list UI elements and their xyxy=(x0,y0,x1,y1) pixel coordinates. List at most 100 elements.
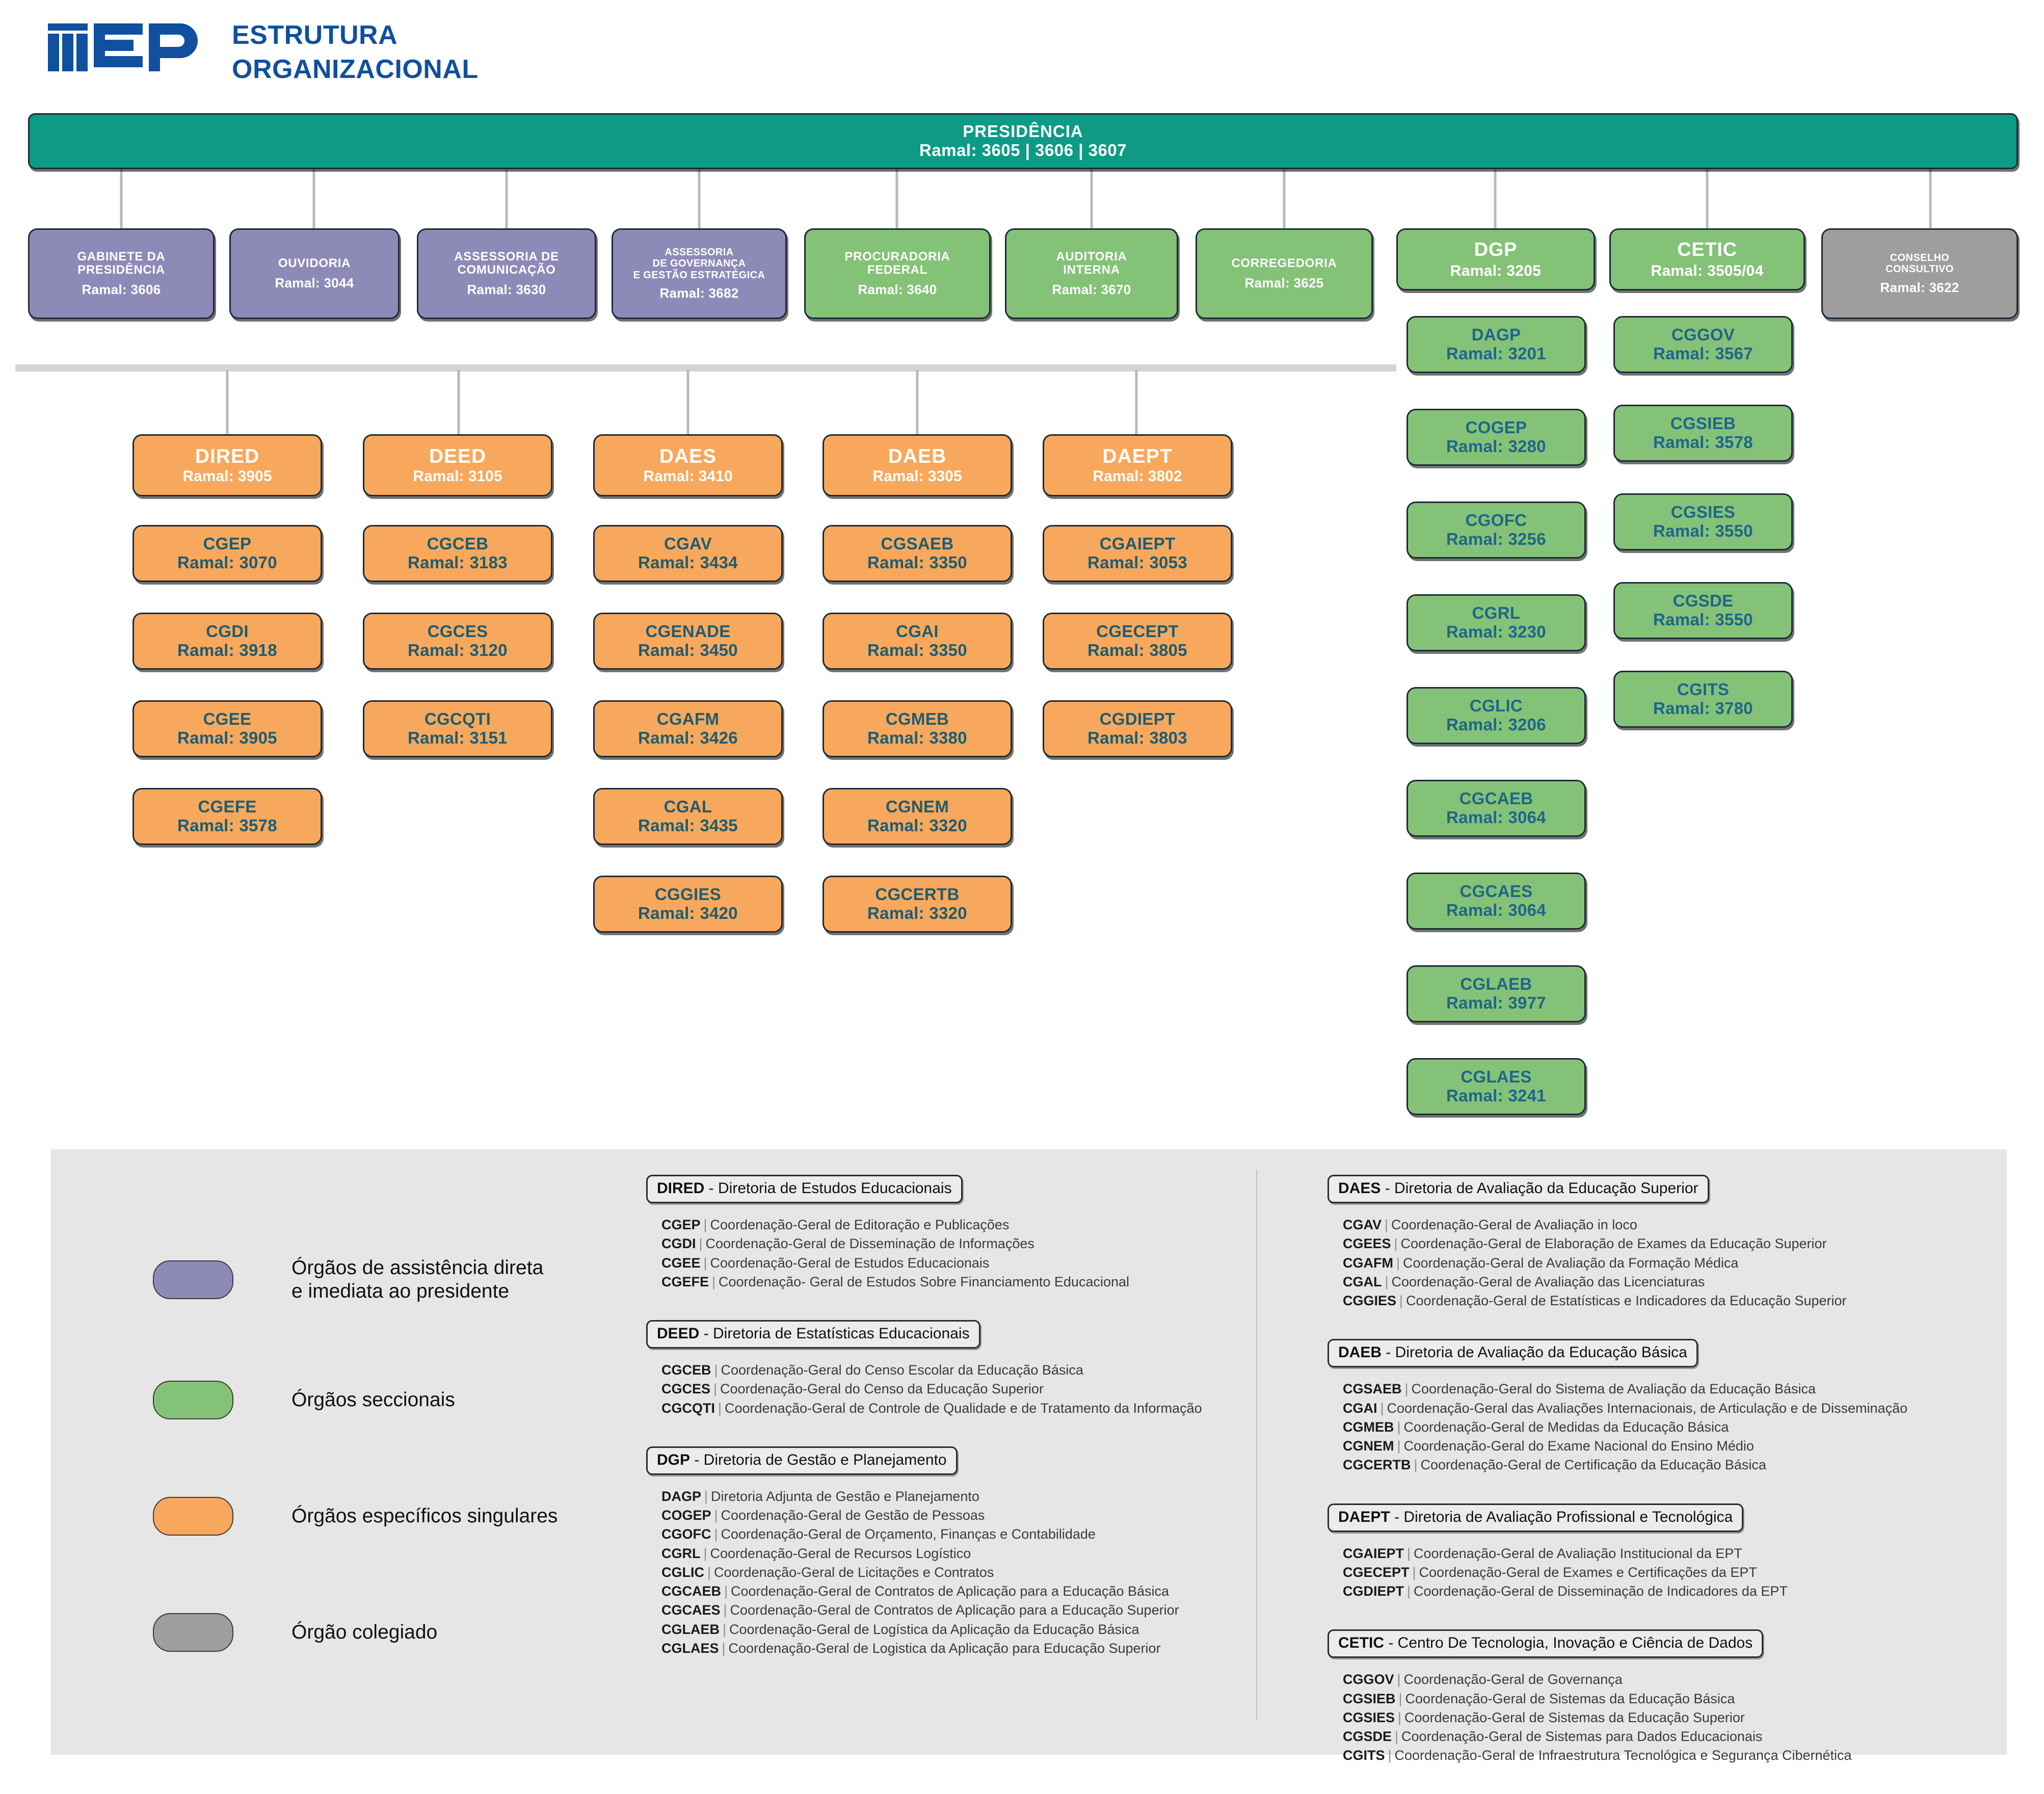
coord-cgenade-label: CGENADE xyxy=(645,622,731,641)
legend-item-desc: Coordenação-Geral de Avaliação Instituci… xyxy=(1414,1545,1742,1561)
coord-cgcaes-label: CGCAES xyxy=(1459,882,1533,901)
presidencia-name: PRESIDÊNCIA xyxy=(963,122,1083,141)
legend-item-separator: | xyxy=(1380,1400,1384,1416)
legend-item-abbr: CGSAEB xyxy=(1343,1381,1402,1397)
legend-item-list: CGAV|Coordenação-Geral de Avaliação in l… xyxy=(1343,1216,2041,1310)
legend-item-cgee: CGEE|Coordenação-Geral de Estudos Educac… xyxy=(661,1254,1273,1273)
org-box-cetic-label: CETIC xyxy=(1677,239,1737,260)
legend-item-abbr: CGCAES xyxy=(661,1602,721,1618)
legend-item-abbr: CGEP xyxy=(661,1217,701,1232)
legend-item-desc: Coordenação-Geral de Sistemas para Dados… xyxy=(1401,1729,1763,1744)
coord-cggov-label: CGGOV xyxy=(1671,325,1735,345)
coord-cgafm-ramal: Ramal: 3426 xyxy=(638,728,738,747)
legend-section-abbr: CETIC xyxy=(1338,1634,1384,1652)
legend-item-separator: | xyxy=(1398,1709,1402,1725)
legend-item-desc: Coordenação-Geral de Logistica da Aplica… xyxy=(728,1640,1161,1656)
legend-section-fullname: - Diretoria de Estatísticas Educacionais xyxy=(699,1325,970,1342)
legend-item-abbr: CGAV xyxy=(1343,1217,1382,1232)
coord-cgep-ramal: Ramal: 3070 xyxy=(177,553,277,572)
legend-item-desc: Coordenação-Geral do Exame Nacional do E… xyxy=(1403,1438,1754,1454)
legend-item-desc: Coordenação-Geral de Gestão de Pessoas xyxy=(721,1508,985,1523)
legend-item-cglaeb: CGLAEB|Coordenação-Geral de Logística da… xyxy=(661,1620,1273,1639)
coord-cglaes-label: CGLAES xyxy=(1461,1067,1532,1087)
legend-item-cgsde: CGSDE|Coordenação-Geral de Sistemas para… xyxy=(1343,1727,2041,1746)
org-box-conselho-consultivo-ramal: Ramal: 3622 xyxy=(1880,279,1959,295)
legend-section-title-daes: DAES - Diretoria de Avaliação da Educaçã… xyxy=(1328,1175,1709,1203)
legend-item-abbr: CGITS xyxy=(1343,1748,1385,1763)
coord-cgefe-label: CGEFE xyxy=(198,797,257,816)
coord-cgsieb-ramal: Ramal: 3578 xyxy=(1653,433,1753,452)
legend-item-cgcaeb: CGCAEB|Coordenação-Geral de Contratos de… xyxy=(661,1582,1273,1601)
legend-item-separator: | xyxy=(699,1236,703,1252)
coord-cgenade-ramal: Ramal: 3450 xyxy=(638,641,738,659)
legend-item-abbr: CGECEPT xyxy=(1343,1564,1410,1580)
legend-item-separator: | xyxy=(1398,1691,1402,1706)
directorate-dired-ramal: Ramal: 3905 xyxy=(182,468,272,485)
coord-cgsies-label: CGSIES xyxy=(1670,503,1736,522)
presidencia-box[interactable]: PRESIDÊNCIA Ramal: 3605 | 3606 | 3607 xyxy=(28,113,2018,169)
directorate-daes-ramal: Ramal: 3410 xyxy=(643,468,733,485)
coord-cgav-ramal: Ramal: 3434 xyxy=(638,553,738,572)
legend-item-desc: Coordenação-Geral de Editoração e Public… xyxy=(710,1217,1010,1232)
directorate-deed-label: DEED xyxy=(429,445,487,468)
coord-cggies-ramal: Ramal: 3420 xyxy=(638,904,738,922)
legend-column-left: DIRED - Diretoria de Estudos Educacionai… xyxy=(646,1175,1273,1686)
coord-dagp-label: DAGP xyxy=(1471,325,1521,345)
legend-item-cgai: CGAI|Coordenação-Geral das Avaliações In… xyxy=(1343,1399,2041,1418)
page-header: ESTRUTURA ORGANIZACIONAL xyxy=(0,0,2044,102)
coord-cgsde-label: CGSDE xyxy=(1673,591,1734,611)
org-box-dgp-ramal: Ramal: 3205 xyxy=(1450,262,1542,280)
legend-item-cgcaes: CGCAES|Coordenação-Geral de Contratos de… xyxy=(661,1601,1273,1620)
coord-cgits-label: CGITS xyxy=(1677,680,1730,699)
